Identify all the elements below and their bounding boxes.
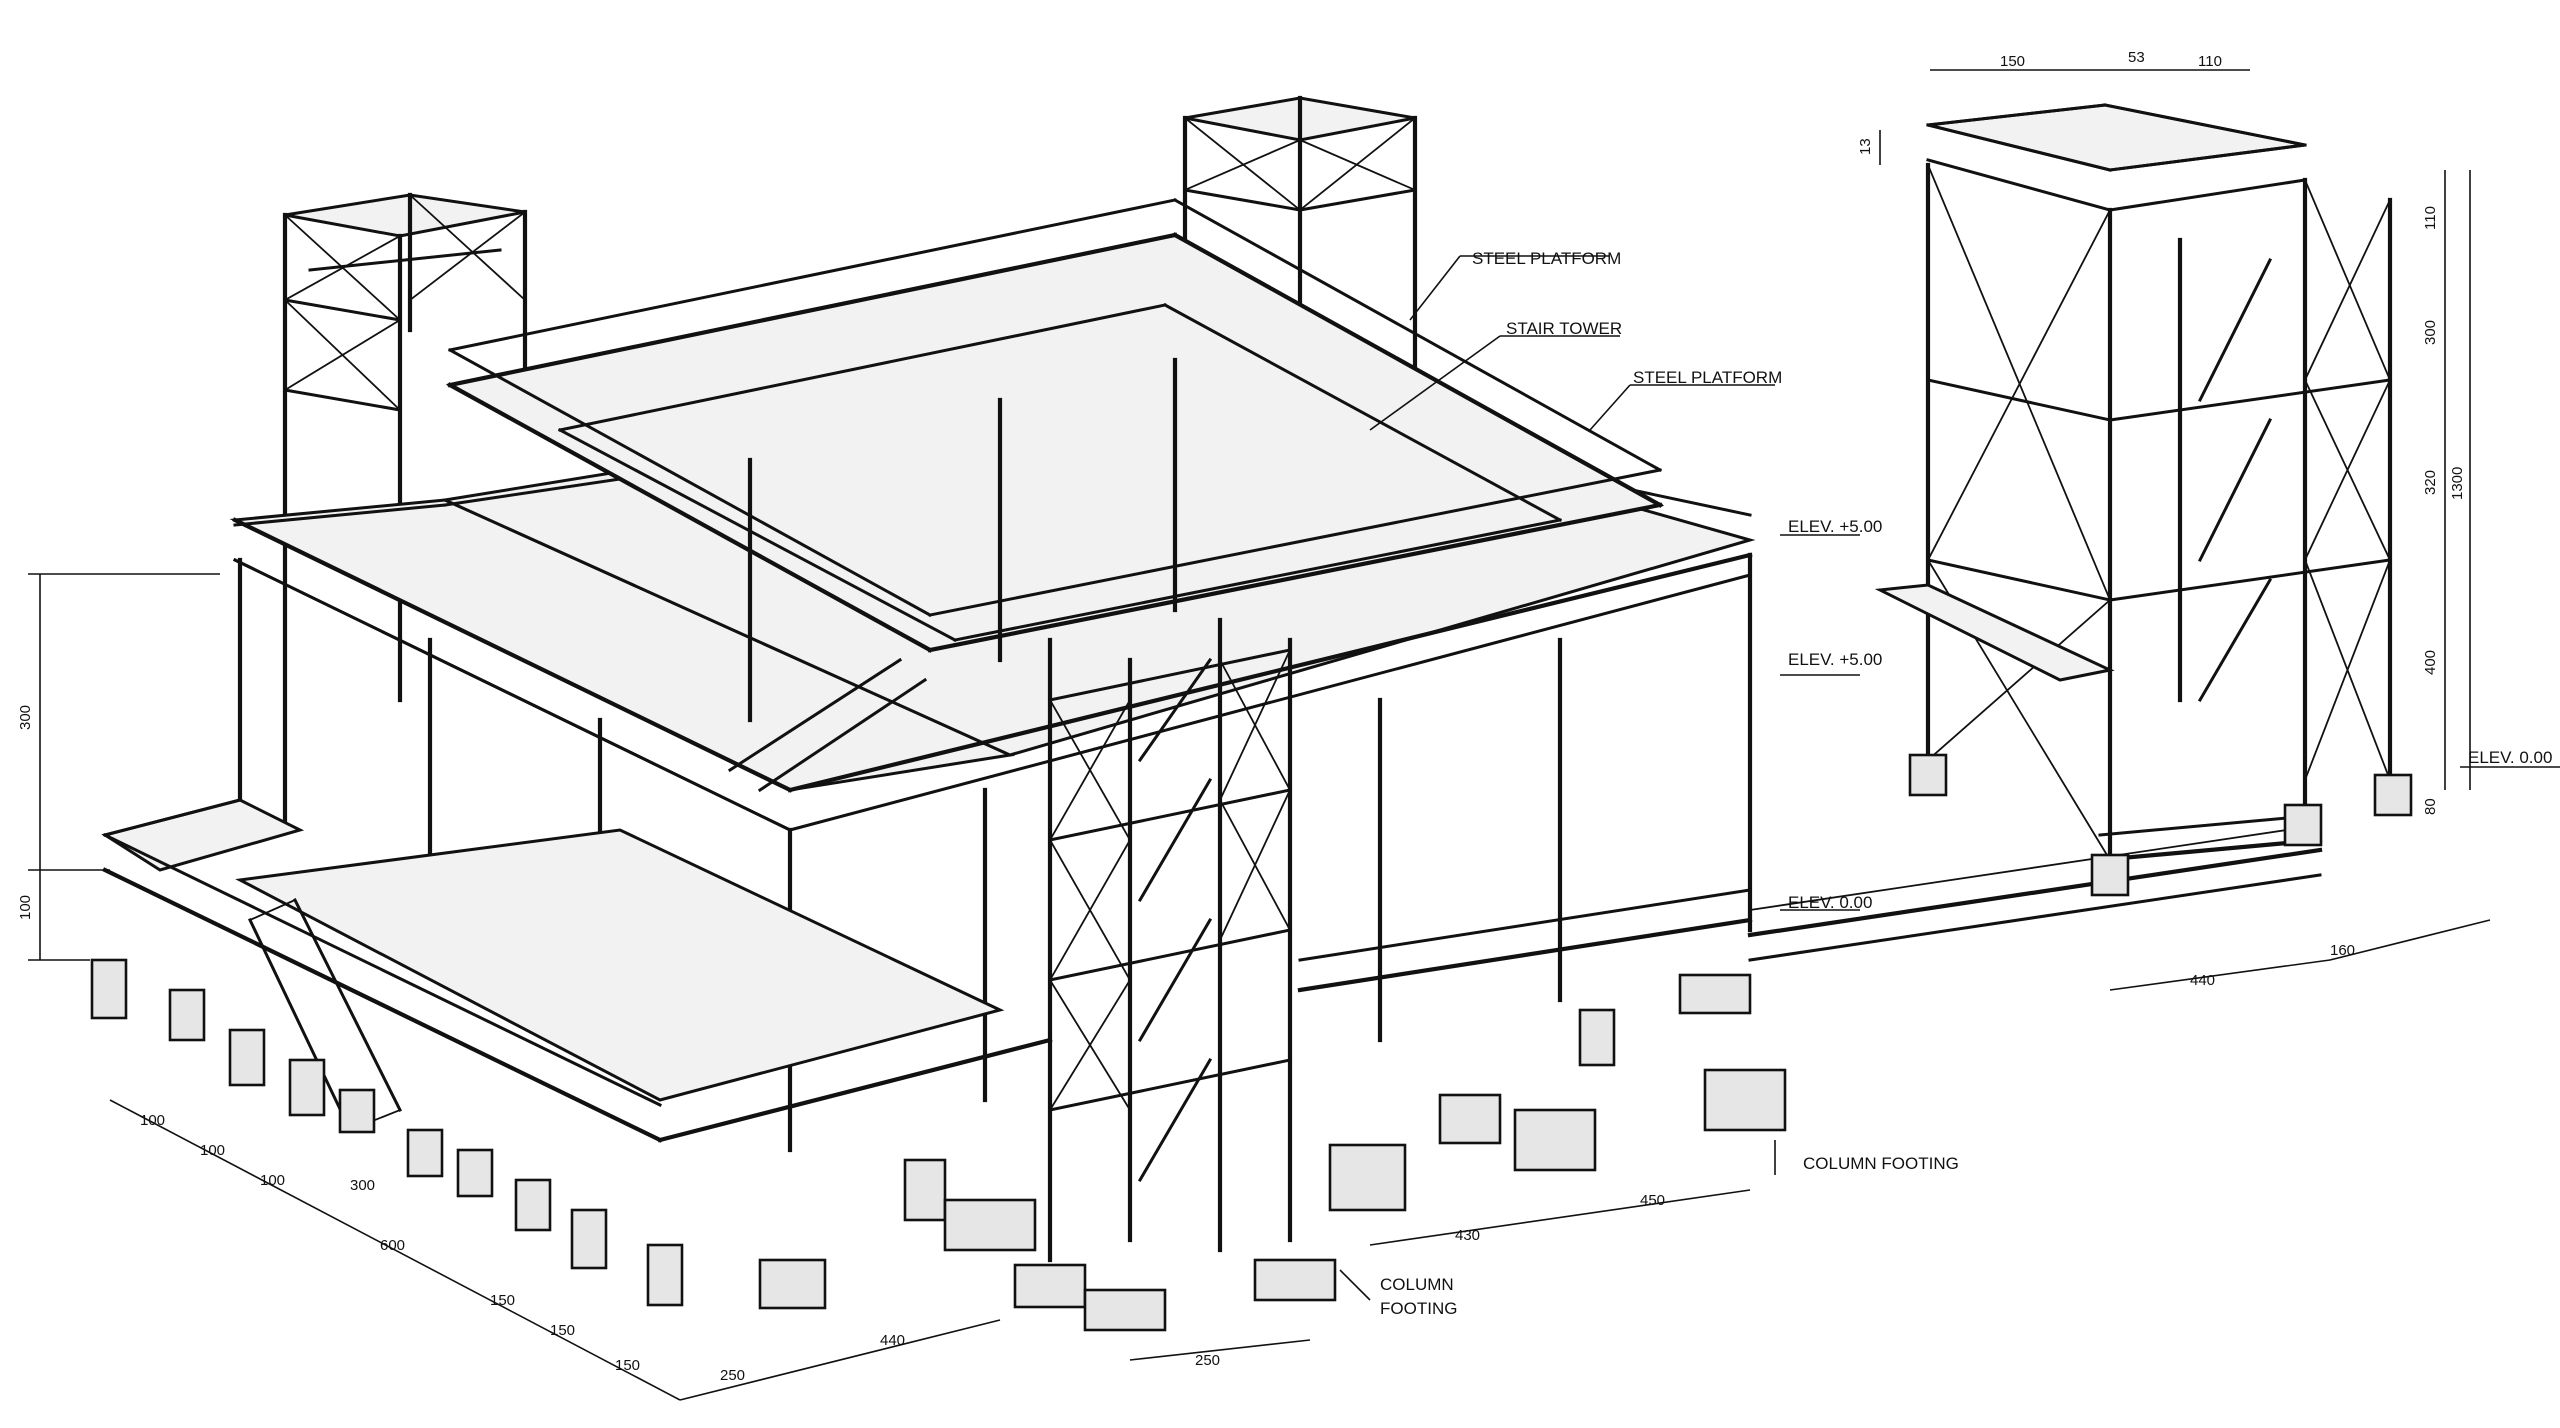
- main-structure: [101, 95, 2323, 1263]
- dim-bottom-left-2: 100: [200, 1142, 225, 1159]
- column-footings: [90, 958, 1787, 1332]
- label-elev-top: ELEV. +5.00: [1788, 517, 1882, 536]
- dim-bottom-left-6: 150: [490, 1292, 515, 1309]
- dim-tower-right-4: 400: [2422, 650, 2439, 675]
- label-column-footing-center-2: FOOTING: [1380, 1299, 1457, 1318]
- annotation-leaders: [1339, 255, 2560, 1301]
- dim-left-upper: 300: [17, 705, 34, 730]
- dim-bottom-right-1: 430: [1455, 1227, 1480, 1244]
- label-steel-platform-top: STEEL PLATFORM: [1472, 249, 1621, 268]
- dim-bottom-left-8: 150: [615, 1357, 640, 1374]
- top-walkway: [445, 197, 1665, 653]
- label-elev-mid: ELEV. +5.00: [1788, 650, 1882, 669]
- dim-tower-right-5: 80: [2422, 798, 2439, 815]
- dim-tower-top-left: 13: [1857, 138, 1874, 155]
- dim-tower-right-1: 110: [2422, 206, 2439, 230]
- lower-platform: [101, 798, 2323, 1143]
- center-stair-tower: [1047, 617, 1293, 1263]
- label-steel-platform-right: STEEL PLATFORM: [1633, 368, 1782, 387]
- dim-tower-base-2: 160: [2330, 942, 2355, 959]
- dim-tower-base-1: 440: [2190, 972, 2215, 989]
- dim-tower-total: 1300: [2449, 467, 2466, 500]
- dim-tower-right-2: 300: [2422, 320, 2439, 345]
- label-stair-tower: STAIR TOWER: [1506, 319, 1622, 338]
- dim-bottom-left-1: 100: [140, 1112, 165, 1129]
- label-elev-ground: ELEV. 0.00: [1788, 893, 1872, 912]
- detached-tower: [1874, 103, 2413, 897]
- dim-tower-top-2: 53: [2128, 49, 2145, 66]
- dim-bottom-front-2: 440: [880, 1332, 905, 1349]
- dim-bottom-left-3: 100: [260, 1172, 285, 1189]
- dim-tower-right-3: 320: [2422, 470, 2439, 495]
- dim-tower-top-3: 110: [2198, 53, 2222, 70]
- dim-bottom-front-1: 250: [720, 1367, 745, 1384]
- label-elev-tower: ELEV. 0.00: [2468, 748, 2552, 767]
- dim-left-lower: 100: [17, 895, 34, 920]
- dim-bottom-right-2: 450: [1640, 1192, 1665, 1209]
- dim-bottom-left-5: 600: [380, 1237, 405, 1254]
- label-column-footing-center-1: COLUMN: [1380, 1275, 1454, 1294]
- dim-bottom-left-4: 300: [350, 1177, 375, 1194]
- dim-tower-top-1: 150: [2000, 53, 2025, 70]
- dim-bottom-left-7: 150: [550, 1322, 575, 1339]
- dimension-lines: [28, 69, 2491, 1401]
- upper-stair: [727, 657, 928, 793]
- dim-bottom-center: 250: [1195, 1352, 1220, 1369]
- left-tower: [282, 192, 528, 823]
- label-column-footing-right: COLUMN FOOTING: [1803, 1154, 1959, 1173]
